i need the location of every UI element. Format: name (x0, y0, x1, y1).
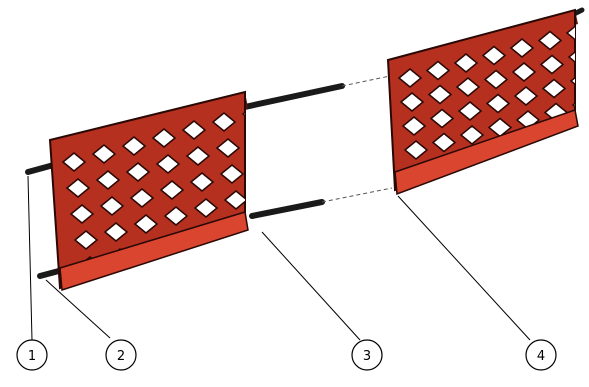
lattice-opening (219, 164, 245, 184)
leader-line-2 (45, 279, 111, 339)
leader-line-4 (397, 195, 531, 341)
lattice-opening (95, 170, 121, 190)
lattice-opening (481, 45, 507, 66)
lattice-opening (431, 132, 457, 153)
rod-top-middle (237, 75, 391, 111)
lattice-opening (73, 230, 99, 250)
lattice-opening (163, 206, 189, 226)
lattice-opening (125, 162, 151, 182)
lattice-opening (133, 214, 159, 234)
callout-4: 4 (525, 339, 557, 371)
lattice-opening (91, 144, 117, 164)
callout-2-label: 2 (117, 349, 125, 364)
lattice-opening (567, 47, 575, 67)
lattice-opening (193, 198, 219, 218)
lattice-opening (541, 78, 567, 99)
lattice-opening (485, 93, 511, 114)
lattice-opening (537, 30, 563, 51)
lattice-opening (427, 84, 453, 105)
lattice-opening (69, 204, 95, 224)
leader-line-3 (261, 231, 361, 341)
lattice-opening (215, 138, 241, 158)
lattice-opening (189, 172, 215, 192)
lattice-opening (129, 188, 155, 208)
lattice-opening (455, 77, 481, 97)
lattice-opening (429, 108, 455, 129)
lattice-opening (211, 112, 237, 132)
callout-1: 1 (16, 339, 48, 371)
lattice-opening (401, 116, 427, 136)
lattice-opening (399, 92, 425, 112)
lattice-panel-left (48, 90, 277, 292)
rod-bottom-middle (249, 187, 393, 219)
lattice-opening (403, 140, 429, 160)
lattice-opening (509, 38, 535, 58)
lattice-opening (459, 125, 485, 145)
lattice-opening (61, 152, 87, 172)
lattice-opening (151, 128, 177, 148)
callout-1-label: 1 (28, 349, 36, 364)
lattice-opening (453, 53, 479, 73)
lattice-opening (155, 154, 181, 174)
lattice-opening (121, 136, 147, 156)
leader-line-1 (27, 175, 33, 341)
lattice-opening (397, 68, 423, 88)
lattice-opening (65, 178, 91, 198)
callout-4-label: 4 (537, 349, 545, 364)
lattice-opening (185, 146, 211, 166)
lattice-opening (181, 120, 207, 140)
lattice-opening (99, 196, 125, 216)
lattice-opening (565, 23, 575, 43)
lattice-opening (569, 71, 575, 91)
lattice-opening (255, 183, 277, 201)
lattice-opening (483, 69, 509, 90)
lattice-opening (251, 157, 273, 175)
callout-3-label: 3 (363, 349, 371, 364)
lattice-opening (457, 101, 483, 121)
lattice-opening (223, 190, 245, 210)
lattice-opening (513, 86, 539, 106)
lattice-opening (159, 180, 185, 200)
lattice-opening (425, 60, 451, 81)
callout-3: 3 (351, 339, 383, 371)
lattice-opening (247, 131, 269, 149)
lattice-opening (539, 54, 565, 75)
lattice-opening (511, 62, 537, 82)
callout-2: 2 (105, 339, 137, 371)
lattice-opening (103, 222, 129, 242)
lattice-panel-right (386, 8, 579, 196)
